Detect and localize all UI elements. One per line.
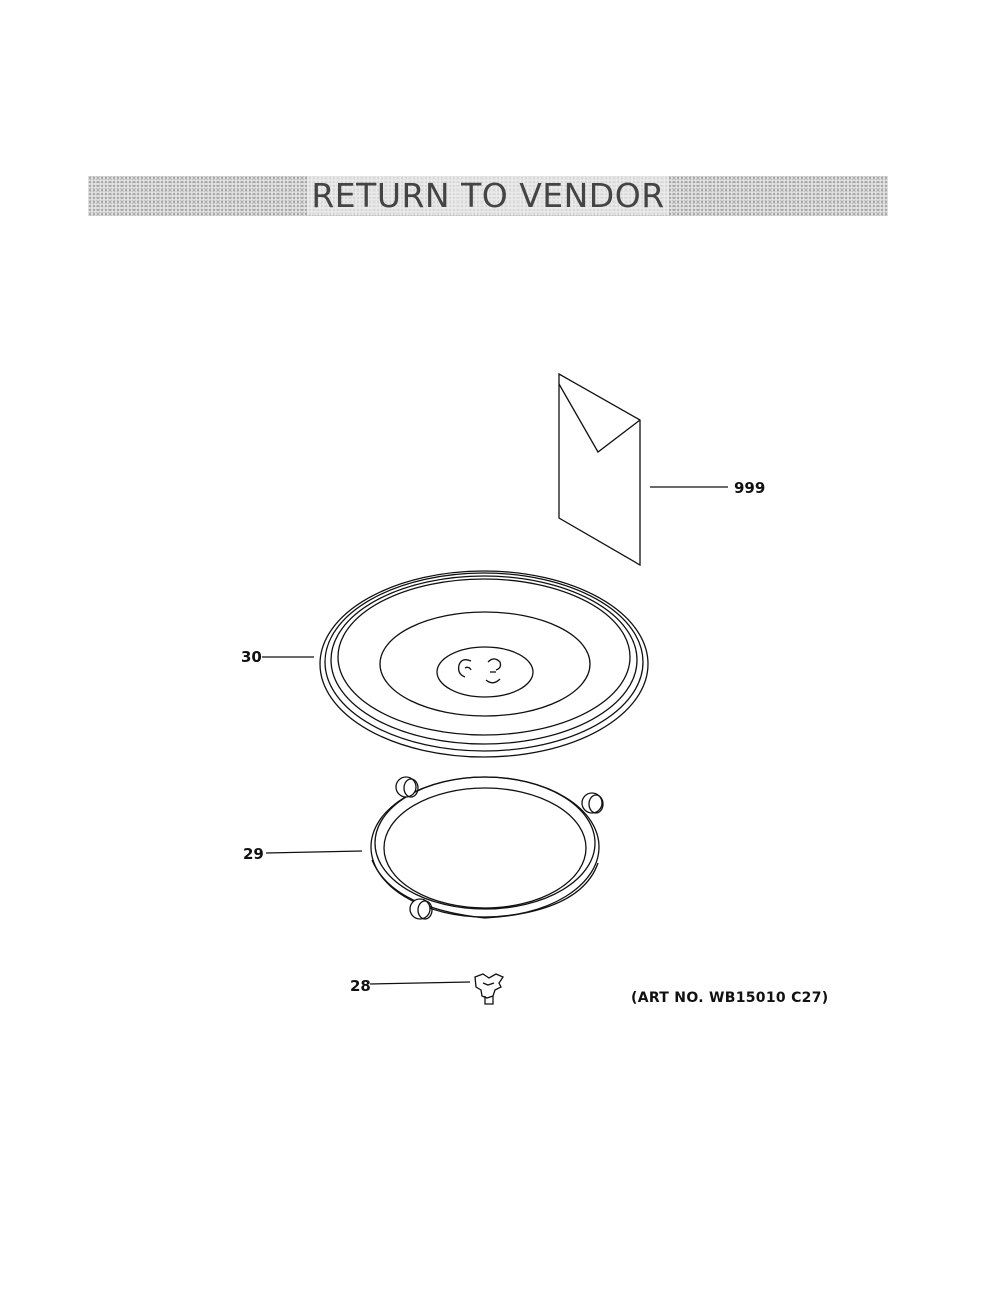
- leader-line-28: [369, 981, 471, 985]
- art-number-label: (ART NO. WB15010 C27): [631, 990, 829, 1006]
- banner-title: RETURN TO VENDOR: [88, 176, 888, 216]
- leader-line-29: [265, 850, 363, 854]
- manual-envelope-part: [558, 372, 641, 567]
- roller-wheel: [395, 776, 419, 798]
- coupler-part: [474, 973, 504, 1005]
- roller-wheel: [409, 898, 433, 920]
- roller-ring-part: [370, 776, 604, 920]
- part-label-999: 999: [734, 479, 766, 497]
- part-label-29: 29: [243, 845, 264, 863]
- part-label-30: 30: [241, 648, 262, 666]
- glass-turntable-tray-part: [319, 570, 649, 758]
- part-label-28: 28: [350, 977, 371, 995]
- roller-wheel: [581, 792, 604, 814]
- return-to-vendor-banner: RETURN TO VENDOR: [88, 176, 888, 216]
- banner-text: RETURN TO VENDOR: [307, 176, 669, 215]
